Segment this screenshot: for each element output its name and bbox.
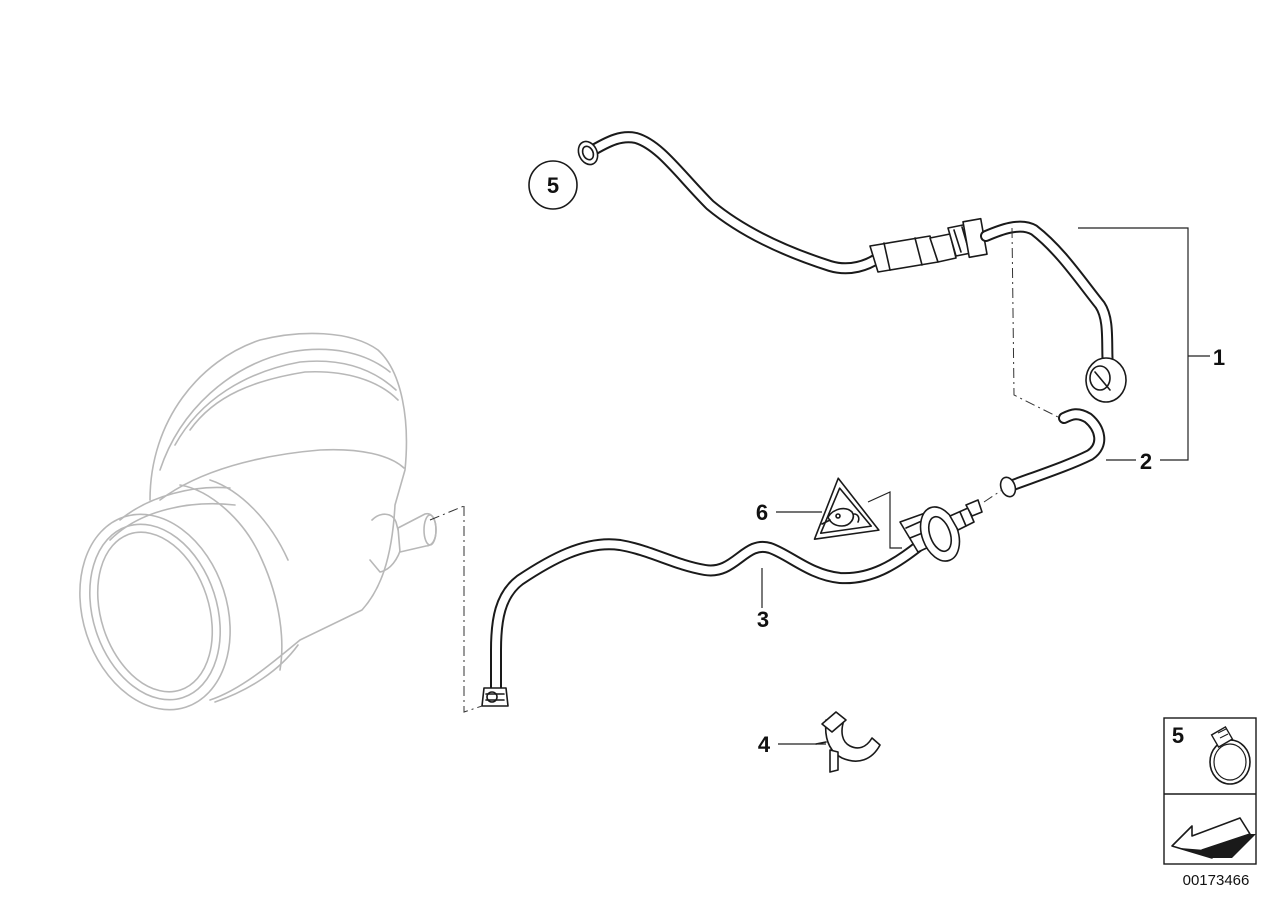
hose-clamp-icon <box>1209 725 1251 785</box>
callout-2: 2 <box>1140 449 1152 474</box>
vent-valve <box>899 499 983 562</box>
assembly-lines <box>429 227 1061 713</box>
lower-hose-end-fitting <box>481 687 509 707</box>
callout-5: 5 <box>547 173 559 198</box>
intake-air-duct <box>79 332 437 711</box>
warning-label <box>813 477 880 540</box>
callout-4: 4 <box>758 732 771 757</box>
legend-box: 5 <box>1163 717 1257 865</box>
document-number: 00173466 <box>1183 872 1250 889</box>
hose-connector <box>869 217 988 273</box>
reference-arrow-icon <box>1171 817 1256 859</box>
callout-circle-5 <box>528 160 578 210</box>
upper-vent-hose <box>577 131 884 275</box>
lower-vent-line <box>490 538 926 696</box>
short-vent-hose <box>999 408 1106 498</box>
callout-leaders <box>761 227 1210 745</box>
callout-labels: 5 1 2 3 4 6 <box>528 160 1225 757</box>
hose-clip <box>815 711 881 773</box>
legend-item-label: 5 <box>1172 723 1184 748</box>
callout-3: 3 <box>757 607 769 632</box>
callout-6: 6 <box>756 500 768 525</box>
callout-1: 1 <box>1213 345 1225 370</box>
upper-hose-right-section <box>980 220 1127 403</box>
